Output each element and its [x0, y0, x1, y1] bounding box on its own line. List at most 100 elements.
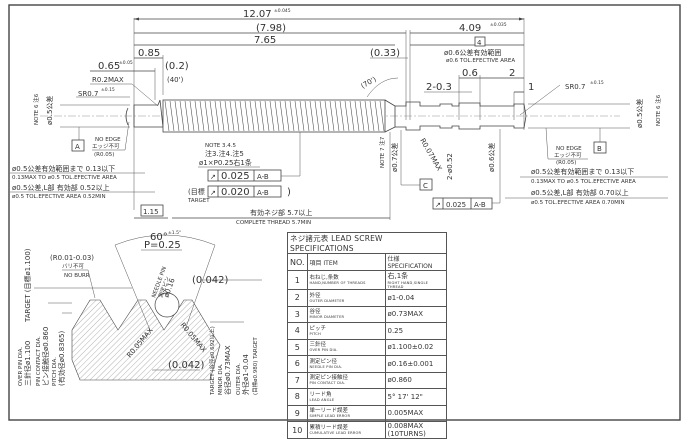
- runout-2-value: 0.025: [446, 201, 466, 209]
- datum-c-box: [419, 178, 433, 191]
- thread-crest-line: [369, 100, 375, 132]
- dim-06-label: 0.6: [462, 68, 478, 79]
- overall-length-tol: ±0.045: [274, 8, 291, 14]
- sphere-left-label: SR0.7: [78, 90, 98, 98]
- pitch-dia-label: PITCH DIA.: [52, 357, 58, 386]
- thread-crest-line: [344, 100, 350, 132]
- runout-target-close: ): [287, 187, 291, 198]
- spec-row-value-cell: 0.25: [384, 322, 447, 340]
- screw-body: [40, 99, 620, 133]
- spec-row-item-en: CUMULATIVE LEAD ERROR: [309, 431, 362, 435]
- thread-crest-line: [289, 100, 295, 132]
- thread-crest-line: [264, 100, 270, 132]
- dia-left-label: ø0.5公差: [45, 96, 54, 125]
- no-edge-jp-right: エッジ不可: [554, 152, 582, 159]
- right-tol2-jp: ø0.5公差,L部 有効部 0.70以上: [531, 188, 629, 197]
- complete-thread-en: COMPLETE THREAD 5.7MIN: [236, 220, 311, 226]
- spec-row-value: 0.25: [387, 326, 404, 335]
- datum-b-label: B: [597, 145, 602, 153]
- spec-row-no: 2: [287, 289, 308, 307]
- thread-crest-line: [284, 100, 290, 132]
- burr-radius-label: (R0.01-0.03): [50, 254, 94, 262]
- dim-0042-bottom: (0.042): [168, 360, 205, 371]
- left-tol2-en: ø0.5 TOL.EFECTIVE AREA 0.52MIN: [12, 194, 106, 200]
- spec-row-value: ø1.100±0.02: [387, 343, 434, 352]
- eff-area-jp: ø0.6公差有効範囲: [444, 48, 501, 57]
- thread-lines: [164, 100, 385, 132]
- thread-crest-line: [204, 100, 210, 132]
- spec-row-item-jp: 三針径: [309, 342, 327, 349]
- drawing-sheet: 12.07 ±0.045 (7.98) 4.09 ±0.035 7.65 4 ø…: [8, 4, 681, 439]
- spec-row-value: ø1-0.04: [387, 293, 415, 302]
- spec-row-item-en: OVER PIN DIA.: [309, 348, 338, 353]
- dim-115-label: 1.15: [143, 208, 159, 216]
- eff-area-en: ø0.6 TOL.EFECTIVE AREA: [446, 58, 515, 64]
- lead-screw-spec-table: ネジ諸元表 LEAD SCREW SPECIFICATIONS NO. 項目 I…: [287, 232, 447, 439]
- outer-value: 外径ø1-0.04: [241, 354, 250, 395]
- burr-jp-label: バリ不可: [62, 263, 85, 270]
- datum-a-label: A: [75, 143, 80, 151]
- spec-row-item-jp: 測定ピン接触径: [309, 375, 349, 382]
- thread-crest-line: [304, 100, 310, 132]
- runout-frame-2: ↗ 0.025 A-B: [432, 129, 501, 210]
- spec-row-item-en: PIN CONTACT DIA.: [309, 381, 346, 386]
- sphere-right-tol: ±0.15: [590, 80, 604, 86]
- thread-crest-line: [329, 100, 335, 132]
- spec-row-item-en: SIMPLE LEAD ERROR: [309, 414, 351, 419]
- angle-40-label: (40'): [167, 76, 184, 84]
- spec-row-no: 1: [287, 270, 308, 290]
- outer-label: OUTER DIA.: [236, 363, 242, 395]
- pitch-label: P=0.25: [144, 240, 181, 251]
- spec-row-no: 9: [287, 404, 308, 422]
- no-edge-jp-left: エッジ不可: [92, 143, 120, 150]
- thread-crest-line: [334, 100, 340, 132]
- needle-pin-circle: [154, 292, 180, 318]
- left-tol1-en: 0.13MAX TO ø0.5 TOL.EFECTIVE AREA: [12, 175, 117, 181]
- thread-crest-line: [339, 100, 345, 132]
- dim-065-tol: ±0.05: [119, 60, 133, 66]
- thread-crest-line: [189, 100, 195, 132]
- thread-crest-line: [269, 100, 275, 132]
- spec-row-value: ø0.860: [387, 376, 412, 385]
- thread-angle-tol: ±1.5°: [168, 230, 181, 236]
- spec-row-value: 0.008MAX (10TURNS): [387, 422, 426, 438]
- thread-crest-line: [319, 100, 325, 132]
- over-pin-target: TARGET (目標ø1.100): [23, 248, 32, 323]
- runout-target-symbol-icon: ↗: [210, 189, 216, 197]
- thread-crest-line: [219, 100, 225, 132]
- spec-row-value: ø0.73MAX: [387, 310, 424, 319]
- effective-area-dimension: 4 ø0.6公差有効範囲 ø0.6 TOL.EFECTIVE AREA: [410, 36, 524, 64]
- thread-crest-line: [234, 100, 240, 132]
- minor-value: 谷径ø0.73MAX: [223, 345, 232, 395]
- pitch-dia-value: (有効径ø0.8365): [57, 330, 66, 386]
- no-edge-r-right: (R0.05): [556, 160, 576, 166]
- minor-target: TARGET (谷径ø0.692以上): [208, 326, 216, 396]
- thread-crest-line: [239, 100, 245, 132]
- thread-crest-line: [224, 100, 230, 132]
- ref-length-label: (7.98): [256, 23, 286, 34]
- dim-085-label: 0.85: [138, 48, 160, 59]
- thread-crest-line: [244, 100, 250, 132]
- spec-row-no: 4: [287, 322, 308, 340]
- dim-2-03-label: 2-0.3: [426, 82, 452, 93]
- spec-row-item-en: OUTER DIAMETER: [309, 298, 345, 303]
- note345-jp-label: 注3.注4.注5: [205, 149, 244, 158]
- thread-crest-line: [354, 100, 360, 132]
- overall-dimension: 12.07 ±0.045: [134, 8, 524, 21]
- header-spec: 仕様 SPECIFICATION: [384, 253, 447, 271]
- runout-target-value: 0.020: [221, 187, 250, 198]
- runout-1-value: 0.025: [221, 171, 250, 182]
- thread-profile-section: [71, 299, 221, 381]
- thread-callout-label: ø1×P0.25右1条: [199, 158, 252, 167]
- spec-row-value-cell: 0.008MAX (10TURNS): [384, 421, 447, 439]
- thread-crest-line: [294, 100, 300, 132]
- r007-label: R0.07MAX: [418, 137, 443, 172]
- spec-row-item-jp: 測定ピン径: [309, 358, 338, 365]
